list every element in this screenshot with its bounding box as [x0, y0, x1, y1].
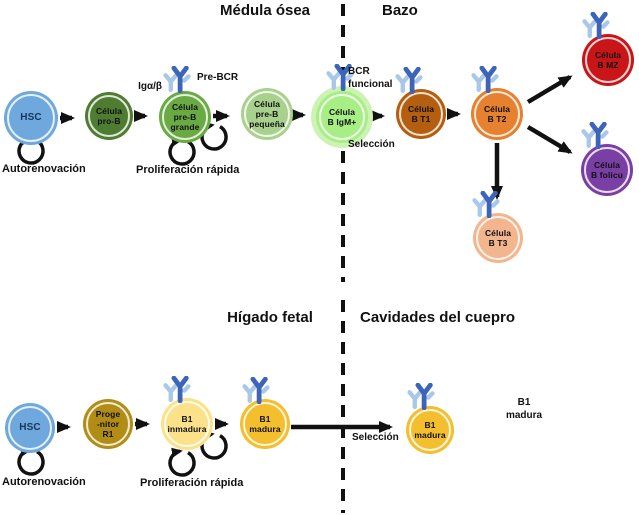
bcr-icon — [394, 67, 424, 94]
iga-beta-label: Igα/β — [138, 81, 162, 92]
cell-label: Célula B T2 — [483, 103, 511, 124]
section-title-higado-fetal: Hígado fetal — [227, 309, 313, 326]
cell-label: Célula B folicu — [591, 159, 623, 180]
cell-b-t3: Célula B T3 — [473, 213, 523, 263]
cell-label: Célula B MZ — [594, 49, 622, 70]
seleccion-top-label: Selección — [348, 139, 395, 150]
cell-hsc-bottom: HSC — [5, 403, 55, 453]
flow-arrows — [57, 75, 573, 433]
section-title-bazo: Bazo — [382, 2, 418, 19]
autorenovacion-bottom-label: Autorenovación — [2, 476, 86, 488]
cell-label: Célula pre-B grande — [170, 101, 200, 133]
cell-progenitor-b1: Proge -nitor R1 — [83, 399, 133, 449]
cell-b-t1: Célula B T1 — [396, 89, 446, 139]
proliferacion-top-label: Proliferación rápida — [136, 164, 240, 176]
bcr-icon — [241, 377, 271, 404]
pre-bcr-icon — [162, 66, 192, 93]
bcr-icon — [406, 383, 436, 410]
cell-label: B1 inmadura — [167, 413, 207, 434]
bcr-icon — [470, 66, 500, 93]
cell-b-igm: Célula B IgM+ — [316, 91, 368, 143]
cell-label: B1 madura — [414, 419, 446, 440]
proliferacion-bottom-label: Proliferación rápida — [140, 477, 244, 489]
bcr-icon — [162, 376, 192, 403]
autorenovacion-top-label: Autorenovación — [2, 163, 86, 175]
cell-b-mz: Célula B MZ — [582, 34, 634, 86]
bcr-funcional-label: BCR funcional — [348, 66, 393, 90]
cell-b1-madura-right: B1 madura — [406, 406, 454, 454]
cell-label: Célula pre-B pequeña — [249, 98, 285, 130]
cell-label: B1 madura — [249, 413, 281, 434]
cell-b1-madura-left: B1 madura — [240, 399, 290, 449]
cell-label: HSC — [20, 112, 42, 123]
cell-label: Célula pro-B — [95, 105, 123, 126]
cell-label: Célula B T3 — [484, 227, 512, 248]
seleccion-bottom-label: Selección — [352, 432, 399, 443]
cell-label: Célula B T1 — [407, 103, 435, 124]
bcr-icon — [471, 191, 501, 218]
pre-bcr-label: Pre-BCR — [197, 72, 239, 83]
cell-label: Célula B IgM+ — [327, 106, 357, 127]
cell-b-folicular: Célula B folicu — [581, 144, 633, 196]
section-title-cavidades: Cavidades del cuepro — [360, 309, 516, 326]
cell-pro-b: Célula pro-B — [85, 92, 133, 140]
cell-label: HSC — [19, 422, 41, 433]
cell-pre-b-pequena: Célula pre-B pequeña — [241, 88, 293, 140]
cell-b1-inmadura: B1 inmadura — [161, 398, 213, 450]
cell-pre-b-grande: Célula pre-B grande — [159, 91, 211, 143]
cell-hsc-top: HSC — [4, 91, 58, 145]
cell-b-t2: Célula B T2 — [471, 88, 523, 140]
section-title-medula-osea: Médula ósea — [219, 2, 311, 19]
b1-madura-note: B1 madura — [505, 397, 543, 421]
bcr-icon — [581, 12, 611, 39]
cell-label: Proge -nitor R1 — [95, 408, 121, 440]
bcr-icon — [580, 122, 610, 149]
